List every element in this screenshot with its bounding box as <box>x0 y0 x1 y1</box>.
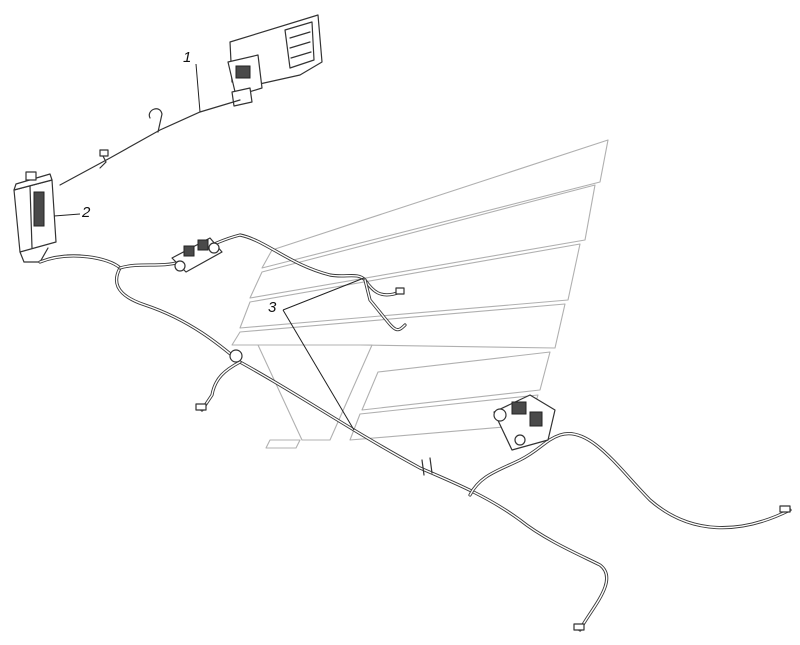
watermark-logo <box>231 139 609 449</box>
cable-1 <box>59 99 241 186</box>
pipe-network <box>38 233 792 632</box>
callout-label-2: 2 <box>82 204 91 221</box>
cab-unit <box>227 14 323 107</box>
tank-2 <box>13 171 57 263</box>
callout-label-3: 3 <box>268 299 277 316</box>
valve-block-upper <box>171 237 223 273</box>
leader-lines <box>53 63 365 431</box>
callout-label-1: 1 <box>183 49 192 66</box>
valve-assembly-lower <box>493 394 556 451</box>
